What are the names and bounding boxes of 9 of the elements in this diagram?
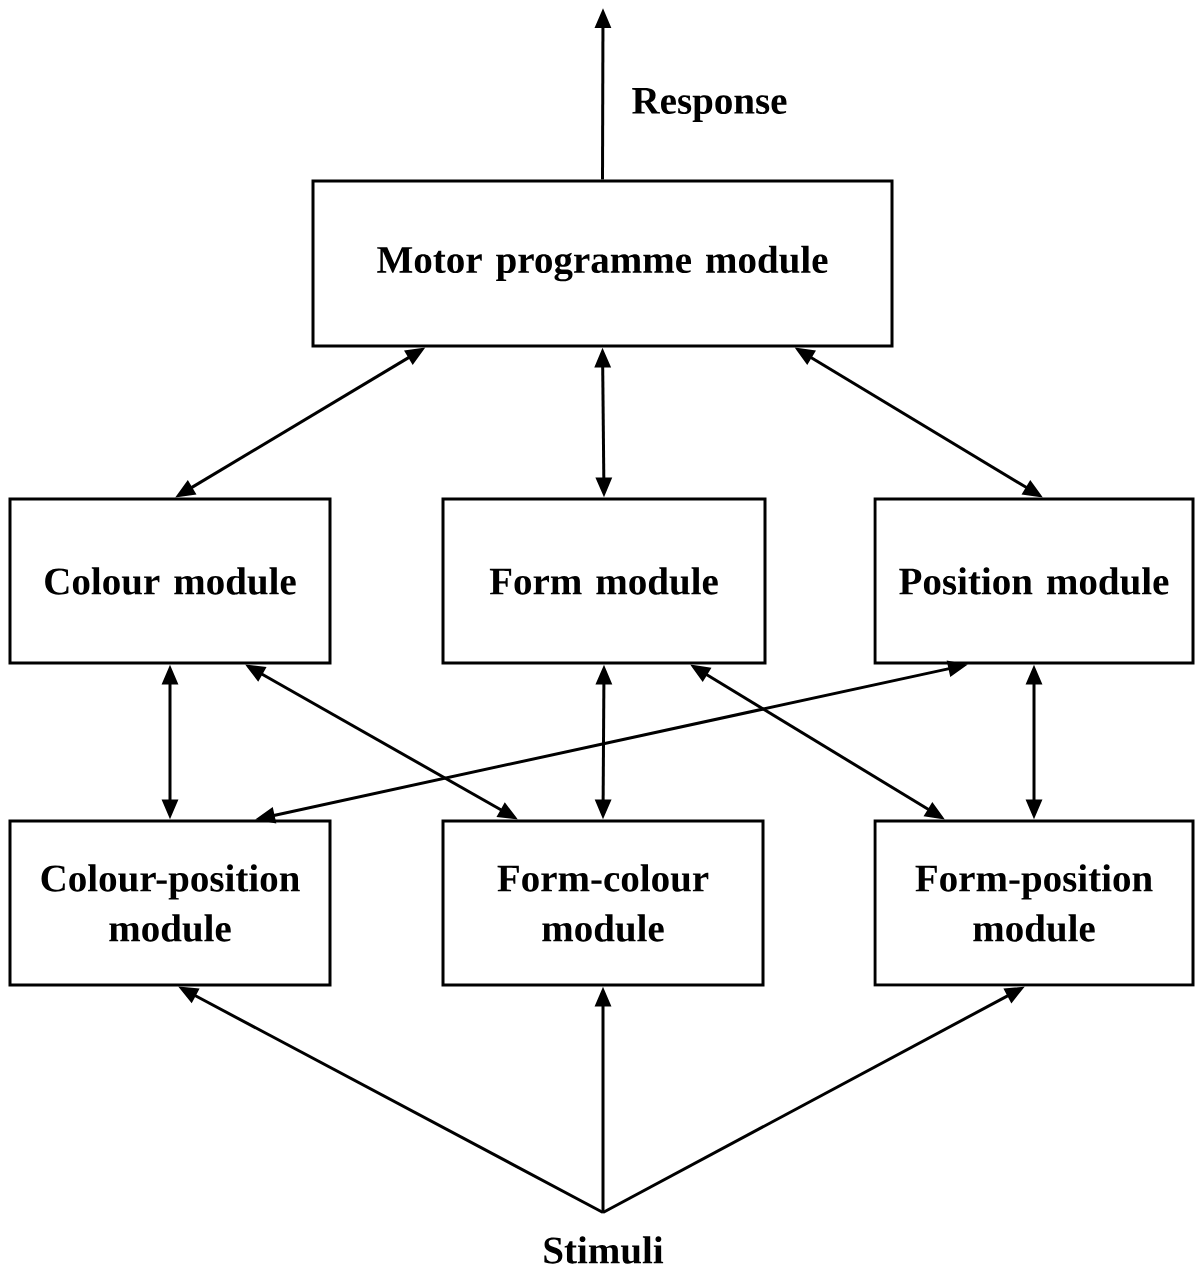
- module-box: Colour-position module: [8, 819, 332, 987]
- module-box: Form module: [441, 497, 767, 665]
- module-box: Form-colour module: [441, 819, 765, 987]
- module-box: Form-position module: [873, 819, 1195, 987]
- input-label: Stimuli: [544, 1236, 664, 1264]
- edge-label: Response: [629, 86, 790, 124]
- module-box: Colour module: [8, 497, 332, 665]
- module-box: Position module: [873, 497, 1195, 665]
- module-box: Motor programme module: [311, 179, 894, 348]
